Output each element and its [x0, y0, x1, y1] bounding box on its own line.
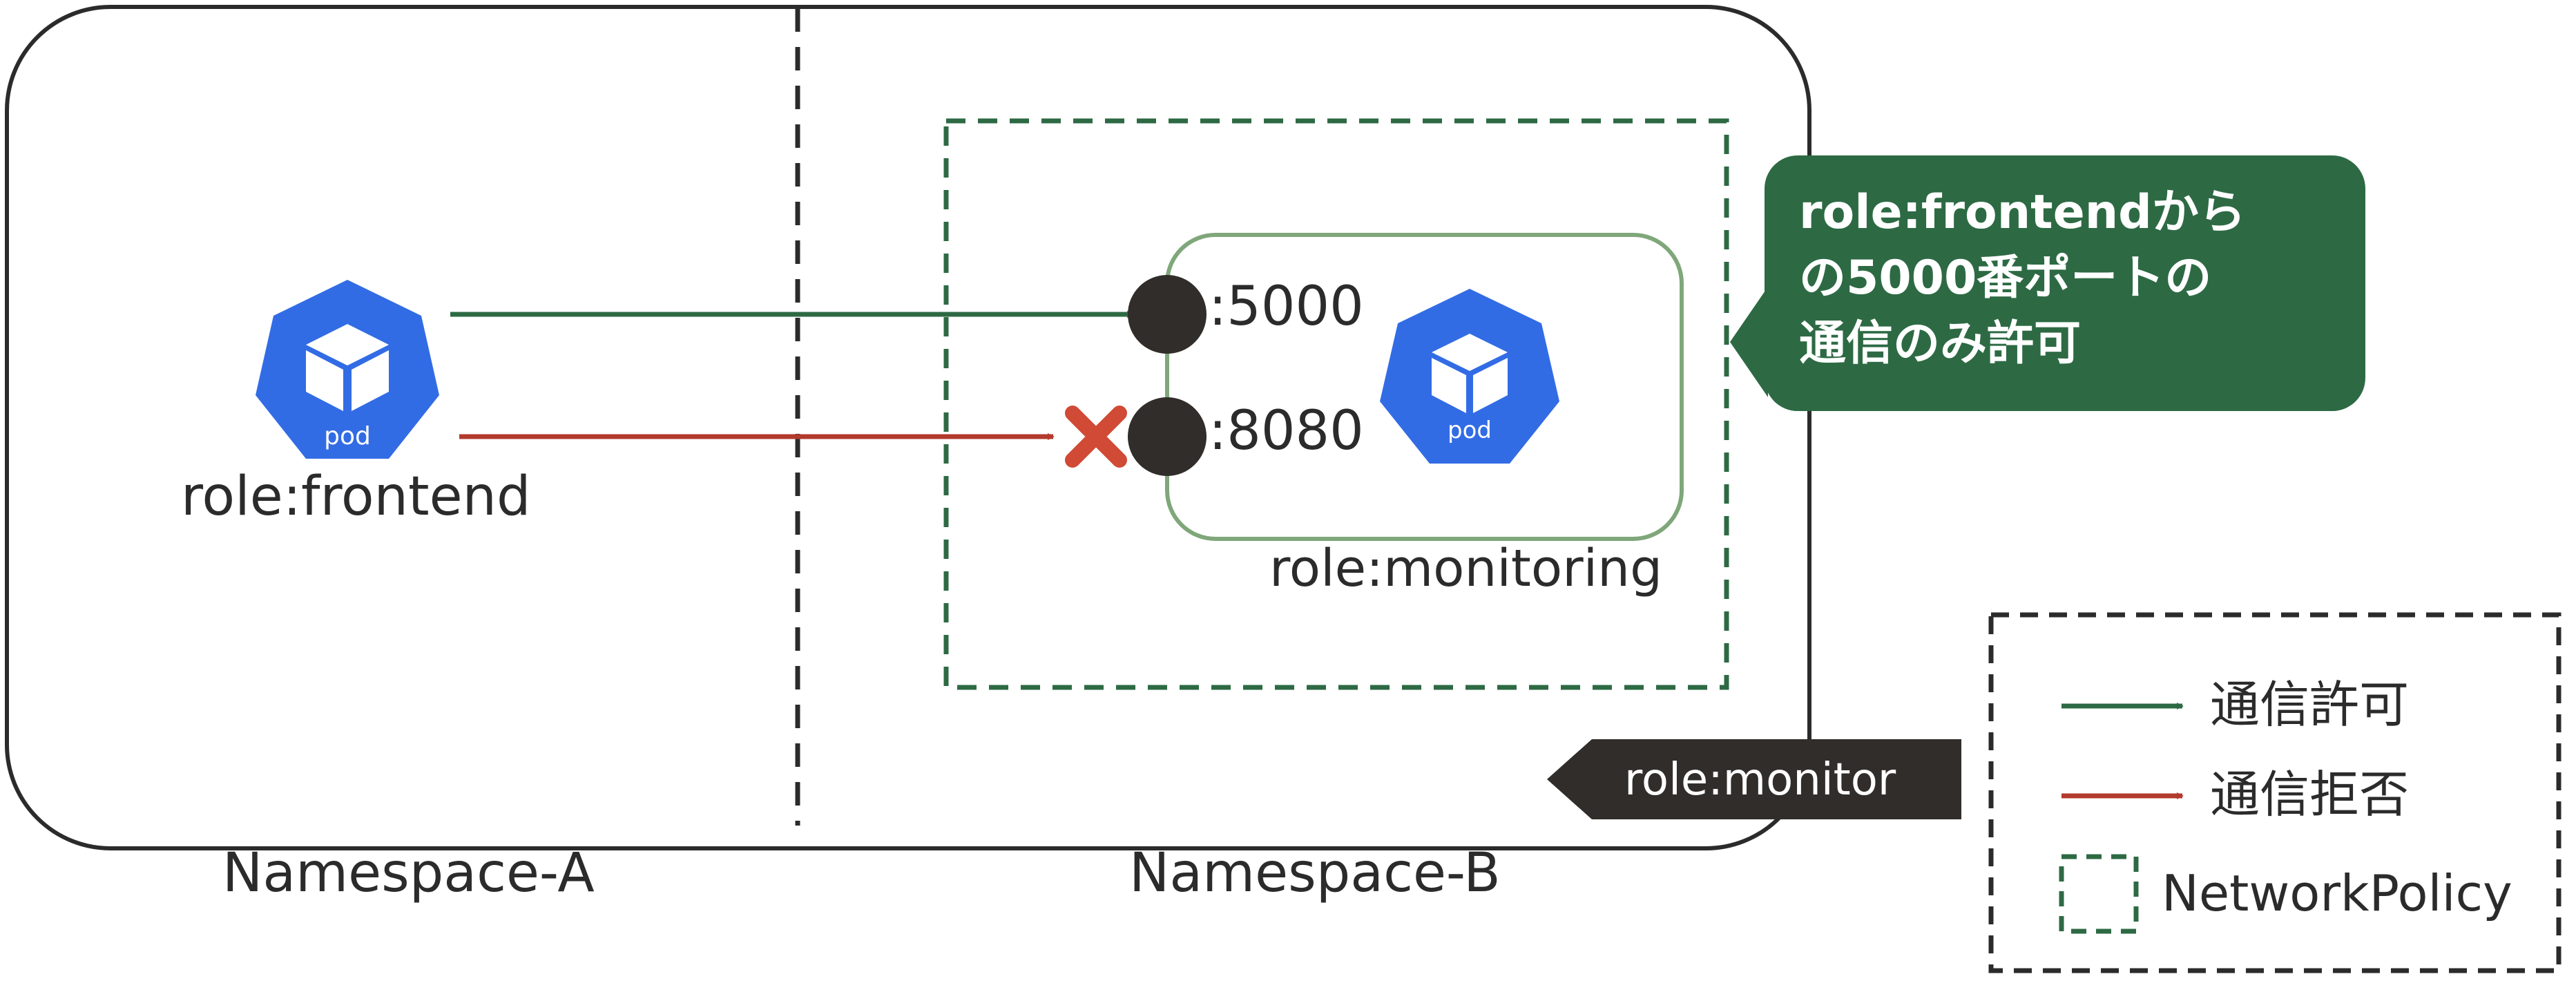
port-5000-label: :5000	[1209, 276, 1364, 338]
cluster-boundary	[5, 5, 1811, 850]
legend-policy-label: NetworkPolicy	[2162, 864, 2512, 922]
frontend-pod-label: role:frontend	[181, 466, 531, 528]
policy-callout: role:frontendから の5000番ポートの 通信のみ許可	[1730, 155, 2365, 411]
frontend-pod-icon: pod	[256, 280, 439, 459]
monitoring-pod-label: role:monitoring	[1269, 539, 1662, 598]
callout-line-2: の5000番ポートの	[1799, 251, 2211, 305]
frontend-pod-icon-text: pod	[324, 422, 371, 450]
callout-line-3: 通信のみ許可	[1799, 316, 2081, 371]
callout-line-1: role:frontendから	[1799, 185, 2246, 240]
network-policy-box	[943, 118, 1729, 690]
legend-policy-swatch	[2059, 854, 2139, 934]
legend-box	[1988, 612, 2561, 973]
port-8080-dot	[1128, 397, 1207, 476]
monitoring-pod-icon-text: pod	[1448, 417, 1492, 444]
legend-allowed-label: 通信許可	[2210, 676, 2409, 734]
legend: 通信許可 通信拒否 NetworkPolicy	[1988, 612, 2561, 973]
namespace-b-label: Namespace-B	[1129, 842, 1501, 904]
selector-tag-label: role:monitor	[1624, 754, 1896, 806]
deny-x-icon	[1065, 406, 1127, 468]
selector-tag: role:monitor	[1547, 739, 1961, 819]
port-8080-label: :8080	[1209, 400, 1364, 462]
monitoring-pod-icon: pod	[1380, 289, 1559, 464]
namespace-a-label: Namespace-A	[222, 842, 595, 904]
port-5000-dot	[1128, 275, 1207, 354]
monitoring-pod-box	[1165, 233, 1684, 541]
legend-denied-label: 通信拒否	[2210, 765, 2409, 823]
